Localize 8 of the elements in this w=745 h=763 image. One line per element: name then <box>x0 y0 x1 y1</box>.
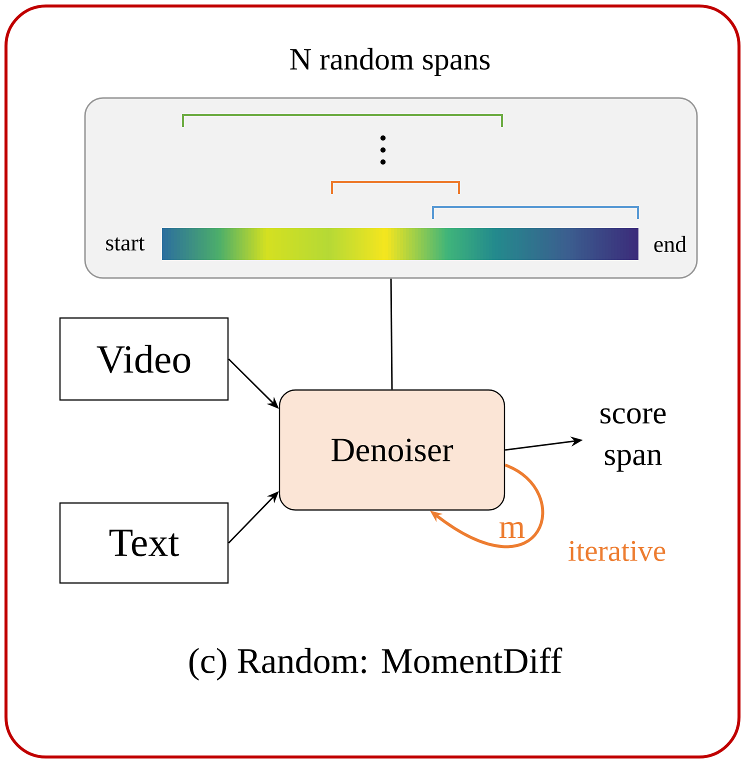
output-text: score span <box>600 408 666 472</box>
input-box: Text <box>59 502 229 584</box>
node-label: N random spans <box>290 48 490 76</box>
annotation-text: iterative <box>568 540 666 562</box>
edge-label: m <box>498 520 526 539</box>
input-box: Video <box>59 317 229 401</box>
caption: (c) Random: MomentDiff <box>189 648 562 680</box>
process-box: Denoiser <box>278 389 506 511</box>
